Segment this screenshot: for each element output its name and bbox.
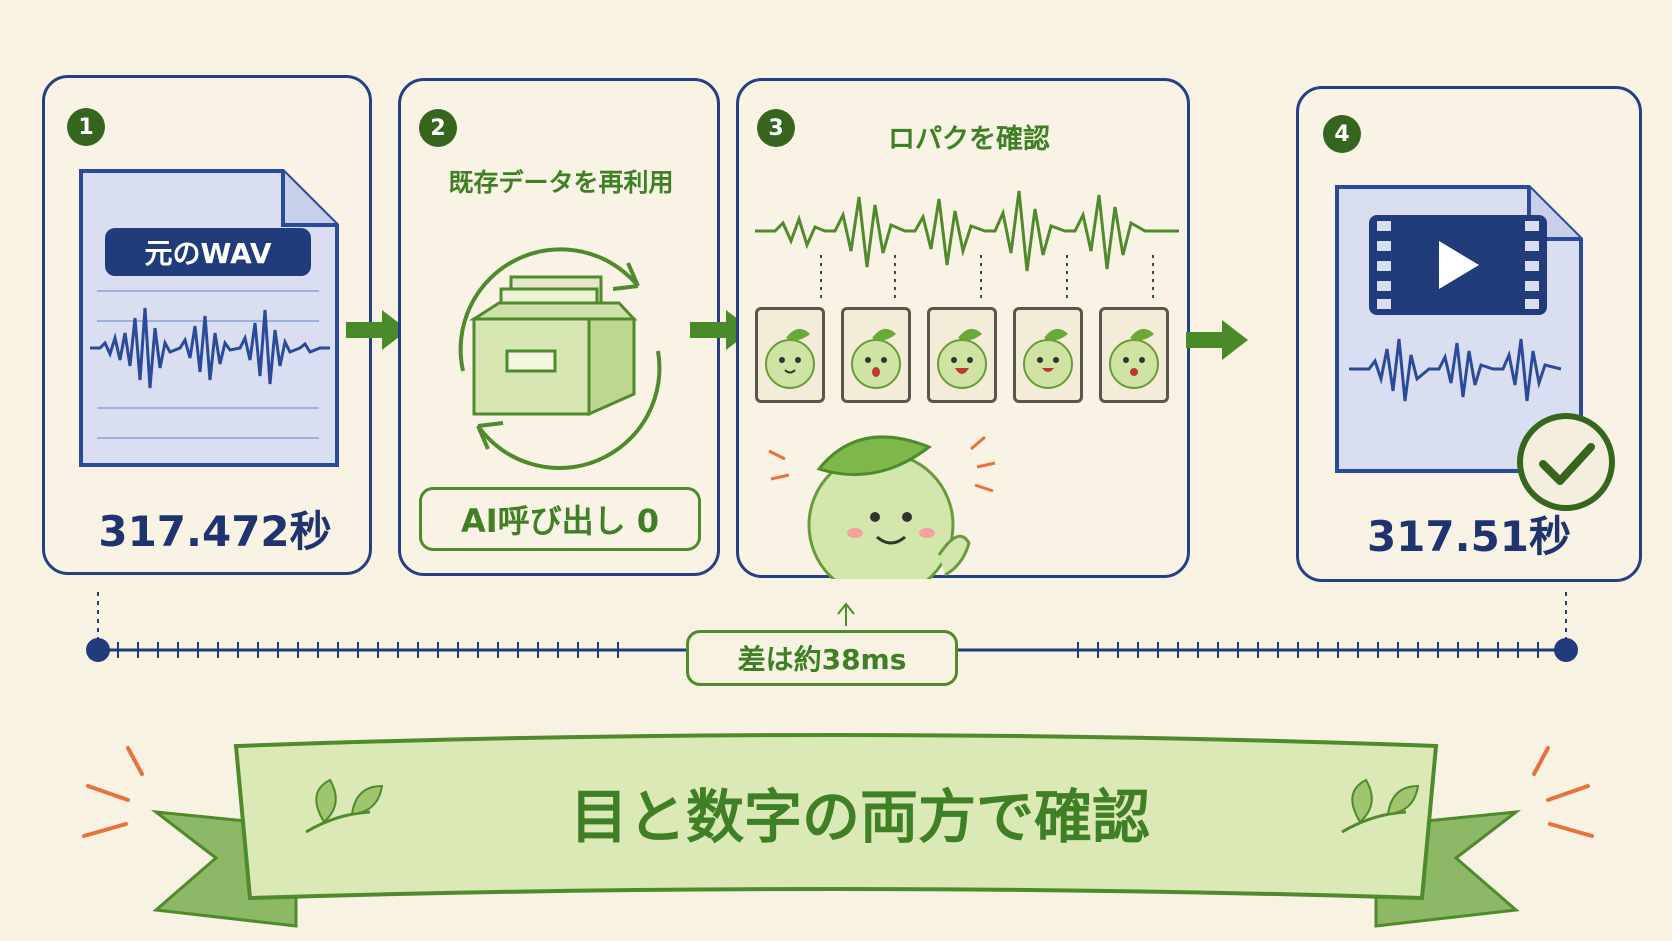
step-2-panel: 2 既存データを再利用 AI呼び出し 0 <box>398 78 720 576</box>
arrow-right-icon <box>346 310 408 350</box>
step-1-panel: 1 元のWAV 317.472秒 <box>42 75 372 575</box>
sync-guide-lines <box>820 255 1154 301</box>
arrow-right-icon <box>1186 320 1248 360</box>
reuse-title: 既存データを再利用 <box>448 168 674 197</box>
cycle-arrows-icon <box>458 247 662 470</box>
step-4-number: 4 <box>1323 115 1361 153</box>
banner-ribbon <box>150 733 1522 928</box>
step-3-panel: 3 ロパクを確認 <box>736 78 1190 579</box>
wav-label: 元のWAV <box>105 228 311 276</box>
difference-label: 差は約38ms <box>686 630 958 686</box>
leaf-icon <box>1341 778 1420 834</box>
character-icon <box>768 435 996 579</box>
ai-calls-box: AI呼び出し 0 <box>419 487 701 551</box>
video-file-icon <box>1335 185 1583 473</box>
leaf-icon <box>305 778 384 834</box>
step-2-number: 2 <box>419 109 457 147</box>
final-duration: 317.51秒 <box>1366 512 1572 561</box>
mouth-thumb-1 <box>755 307 825 403</box>
archive-box-icon <box>469 275 638 417</box>
banner-title: 目と数字の両方で確認 <box>569 783 1150 851</box>
step-3-number: 3 <box>757 109 795 147</box>
orange-accent-marks <box>82 746 144 838</box>
check-icon <box>1517 413 1615 511</box>
original-duration: 317.472秒 <box>98 507 332 556</box>
mouth-thumb-2 <box>841 307 911 403</box>
waveform-icon <box>755 190 1179 272</box>
step-1-number: 1 <box>67 108 105 146</box>
lip-sync-title: ロパクを確認 <box>888 124 1050 155</box>
orange-accent-marks <box>1532 746 1594 838</box>
mouth-thumb-4 <box>1013 307 1083 403</box>
mouth-thumb-5 <box>1099 307 1169 403</box>
mouth-thumb-3 <box>927 307 997 403</box>
step-4-panel: 4 317.51秒 <box>1296 86 1642 582</box>
waveform-icon <box>90 307 330 389</box>
